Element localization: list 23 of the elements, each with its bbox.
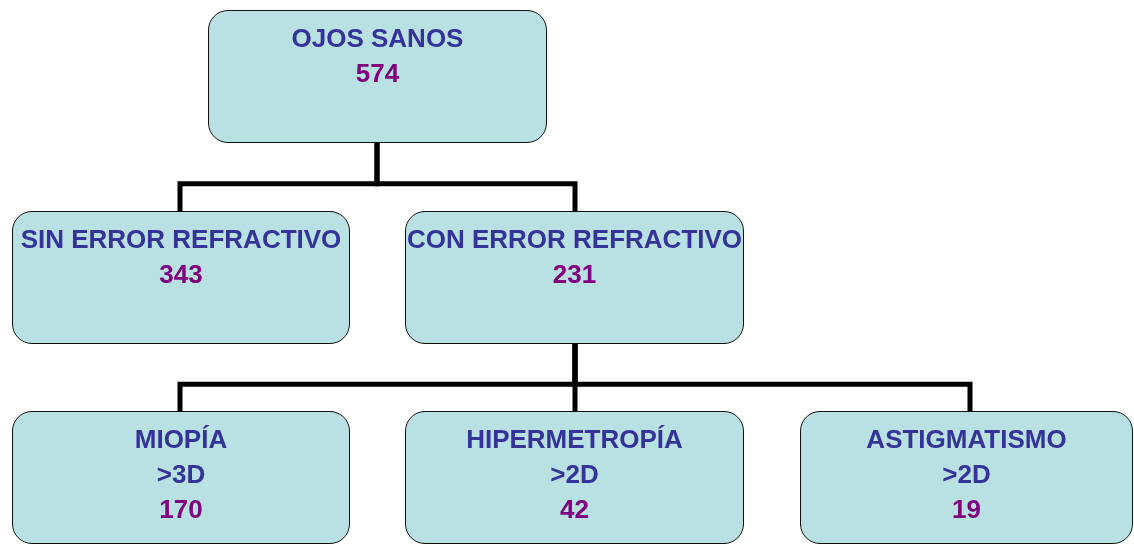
node-box	[208, 10, 547, 143]
node-box	[800, 411, 1133, 544]
node-title: HIPERMETROPÍA	[466, 423, 683, 456]
count-value: 170	[159, 493, 203, 526]
node-box	[405, 411, 744, 544]
node-title: SIN ERROR REFRACTIVO	[20, 223, 342, 256]
node-title: OJOS SANOS	[291, 22, 464, 55]
node-box	[405, 211, 744, 344]
node-title: MIOPÍA	[134, 423, 228, 456]
count-value: 19	[952, 493, 981, 526]
count-value: 231	[552, 258, 597, 291]
node-title: >3D	[156, 458, 206, 491]
node-title: CON ERROR REFRACTIVO	[406, 223, 743, 256]
count-value: 574	[355, 57, 400, 90]
count-value: 343	[159, 258, 203, 291]
connector-line	[374, 143, 578, 211]
node-title: ASTIGMATISMO	[866, 423, 1067, 456]
connector-line	[572, 344, 973, 411]
node-box	[12, 411, 350, 544]
node-box	[12, 211, 350, 344]
node-title: >2D	[550, 458, 599, 491]
count-value: 42	[560, 493, 589, 526]
node-title: >2D	[942, 458, 991, 491]
